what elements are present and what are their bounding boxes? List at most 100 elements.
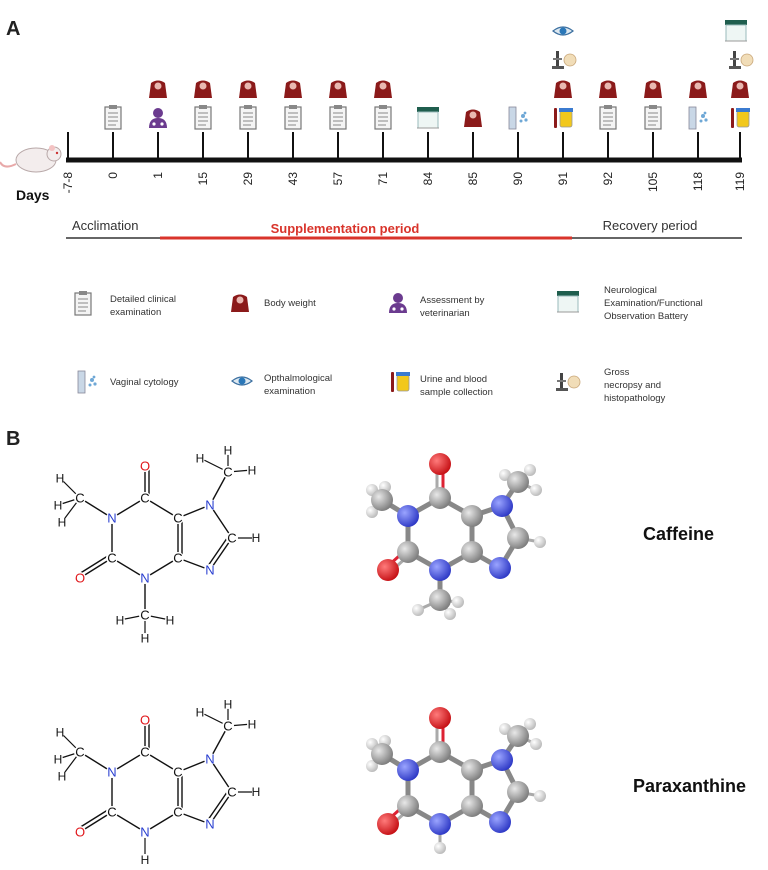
carbon-ball xyxy=(371,743,393,765)
oxygen-ball xyxy=(377,813,399,835)
carbon-ball xyxy=(461,759,483,781)
nitrogen-atom: N xyxy=(107,765,116,780)
caffeine-name: Caffeine xyxy=(643,524,715,544)
carbon-ball xyxy=(507,471,529,493)
scale-icon xyxy=(599,80,617,98)
microscope-icon xyxy=(728,50,754,70)
legend-text-vaginal: Vaginal cytology xyxy=(110,377,179,388)
acclimation-label: Acclimation xyxy=(72,218,138,233)
urine-blood-icon xyxy=(730,107,751,129)
carbon-ball xyxy=(507,527,529,549)
hydrogen-ball xyxy=(444,608,456,620)
carbon-ball xyxy=(429,741,451,763)
nitrogen-atom: N xyxy=(205,563,214,578)
carbon-atom: C xyxy=(107,551,116,566)
day-label: 90 xyxy=(511,172,525,186)
scale-icon xyxy=(149,80,167,98)
hydrogen-ball xyxy=(412,604,424,616)
scale-icon xyxy=(374,80,392,98)
nitrogen-ball xyxy=(429,813,451,835)
carbon-ball xyxy=(461,505,483,527)
nitrogen-ball xyxy=(489,557,511,579)
scale-icon xyxy=(239,80,257,98)
day-label: 91 xyxy=(556,172,570,186)
tube-cells-icon xyxy=(508,106,529,130)
carbon-atom: C xyxy=(173,511,182,526)
carbon-atom: C xyxy=(227,785,236,800)
legend-box-icon xyxy=(556,290,580,313)
hydrogen-atom: H xyxy=(56,472,65,486)
nitrogen-ball xyxy=(491,749,513,771)
hydrogen-ball xyxy=(534,536,546,548)
nitrogen-atom: N xyxy=(205,498,214,513)
hydrogen-atom: H xyxy=(196,452,205,466)
hydrogen-atom: H xyxy=(248,464,257,478)
legend-tube-icon xyxy=(77,370,98,394)
hydrogen-atom: H xyxy=(116,614,125,628)
day-label: -7-8 xyxy=(61,172,75,194)
carbon-ball xyxy=(507,781,529,803)
nitrogen-ball xyxy=(429,559,451,581)
oxygen-atom: O xyxy=(75,825,85,840)
hydrogen-atom: H xyxy=(166,614,175,628)
nitrogen-atom: N xyxy=(140,571,149,586)
legend-microscope-icon xyxy=(555,372,581,392)
oxygen-atom: O xyxy=(140,459,150,474)
hydrogen-atom: H xyxy=(252,785,261,799)
hydrogen-ball xyxy=(530,738,542,750)
scale-icon xyxy=(731,80,749,98)
clipboard-icon xyxy=(239,104,257,130)
nitrogen-ball xyxy=(491,495,513,517)
day-label: 105 xyxy=(646,172,660,192)
carbon-ball xyxy=(397,795,419,817)
nitrogen-atom: N xyxy=(140,825,149,840)
microscope-icon xyxy=(551,50,577,70)
paraxanthine-ball-stick-model xyxy=(366,707,546,854)
scale-icon xyxy=(689,80,707,98)
carbon-atom: C xyxy=(75,491,84,506)
hydrogen-ball xyxy=(434,842,446,854)
hydrogen-atom: H xyxy=(58,516,67,530)
legend-scale-icon xyxy=(231,294,249,312)
carbon-atom: C xyxy=(140,491,149,506)
day-label: 92 xyxy=(601,172,615,186)
days-label: Days xyxy=(16,187,50,203)
hydrogen-atom: H xyxy=(141,632,150,646)
oxygen-ball xyxy=(429,707,451,729)
hydrogen-ball xyxy=(366,506,378,518)
legend-vet-icon xyxy=(389,293,407,313)
oxygen-ball xyxy=(377,559,399,581)
rat-icon xyxy=(0,144,62,173)
day-label: 0 xyxy=(106,172,120,179)
panel-b-label: B xyxy=(6,428,21,450)
carbon-atom: C xyxy=(140,608,149,623)
nitrogen-ball xyxy=(489,811,511,833)
day-label: 71 xyxy=(376,172,390,186)
day-label: 1 xyxy=(151,172,165,179)
scale-icon xyxy=(464,109,482,127)
oxygen-ball xyxy=(429,453,451,475)
scale-icon xyxy=(284,80,302,98)
carbon-ball xyxy=(461,541,483,563)
observation-box-icon xyxy=(724,19,748,42)
hydrogen-atom: H xyxy=(224,698,233,712)
legend-clipboard-icon xyxy=(74,290,92,316)
oxygen-atom: O xyxy=(140,713,150,728)
panel-a-label: A xyxy=(6,18,21,40)
day-label: 85 xyxy=(466,172,480,186)
hydrogen-ball xyxy=(524,718,536,730)
carbon-atom: C xyxy=(173,765,182,780)
legend-eye-icon xyxy=(231,376,253,386)
scale-icon xyxy=(554,80,572,98)
day-label: 57 xyxy=(331,172,345,186)
carbon-ball xyxy=(507,725,529,747)
